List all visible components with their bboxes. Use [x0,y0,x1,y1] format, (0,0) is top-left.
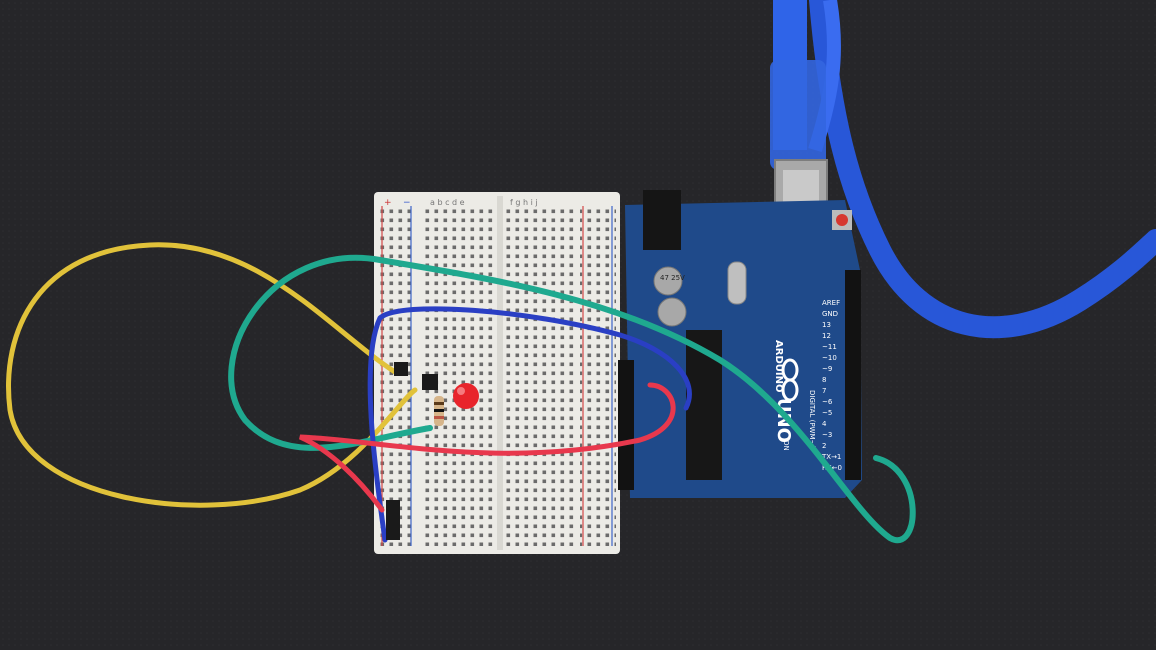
pin-label: ~5 [822,409,832,417]
column-letters-left: a b c d e [430,198,465,207]
arduino-logo [781,358,799,402]
pin-label: ~3 [822,431,832,439]
on-label: ON [782,440,790,451]
rail-minus-label: − [403,198,411,208]
led [453,383,479,409]
brand-label: ARDUINO [773,340,784,392]
capacitor-2 [657,297,687,327]
blue-wire [367,306,692,543]
pin-label: 7 [822,387,826,395]
pin-header-1 [394,362,408,376]
digital-header [845,270,861,480]
capacitor-label-1: 47 25V [660,274,685,282]
pin-label: ~10 [822,354,837,362]
rail-plus-label: + [384,198,392,208]
breadboard: a b c d e f g h i j + − [374,192,620,554]
pin-label: 8 [822,376,826,384]
teal-wire [228,254,916,544]
red-wire [299,382,676,513]
column-letters-right: f g h i j [510,198,538,207]
pin-label: AREF [822,299,840,307]
jumper-wires [6,242,916,544]
pin-label: 4 [822,420,827,428]
pin-label: 12 [822,332,831,340]
analog-power-header [618,360,634,490]
pin-label: 2 [822,442,826,450]
pin-header-2 [422,374,438,390]
yellow-wire [6,242,418,508]
pin-label: TX→1 [821,453,841,461]
pin-label: 13 [822,321,831,329]
digital-header-label: DIGITAL (PWM~) [808,390,816,448]
pin-label: GND [822,310,838,318]
pin-label: ~6 [822,398,833,406]
resistor [434,396,444,426]
crystal [727,261,747,305]
arduino-board: 47 25V ARDUINO UNO DIGITAL (PWM~) ON ARE… [618,190,862,498]
pin-label: ~9 [822,365,832,373]
pin-header-3 [386,500,400,540]
reset-button [836,214,848,226]
capacitor-1 [653,266,683,296]
power-jack [643,190,681,250]
pin-label: ~11 [822,343,837,351]
